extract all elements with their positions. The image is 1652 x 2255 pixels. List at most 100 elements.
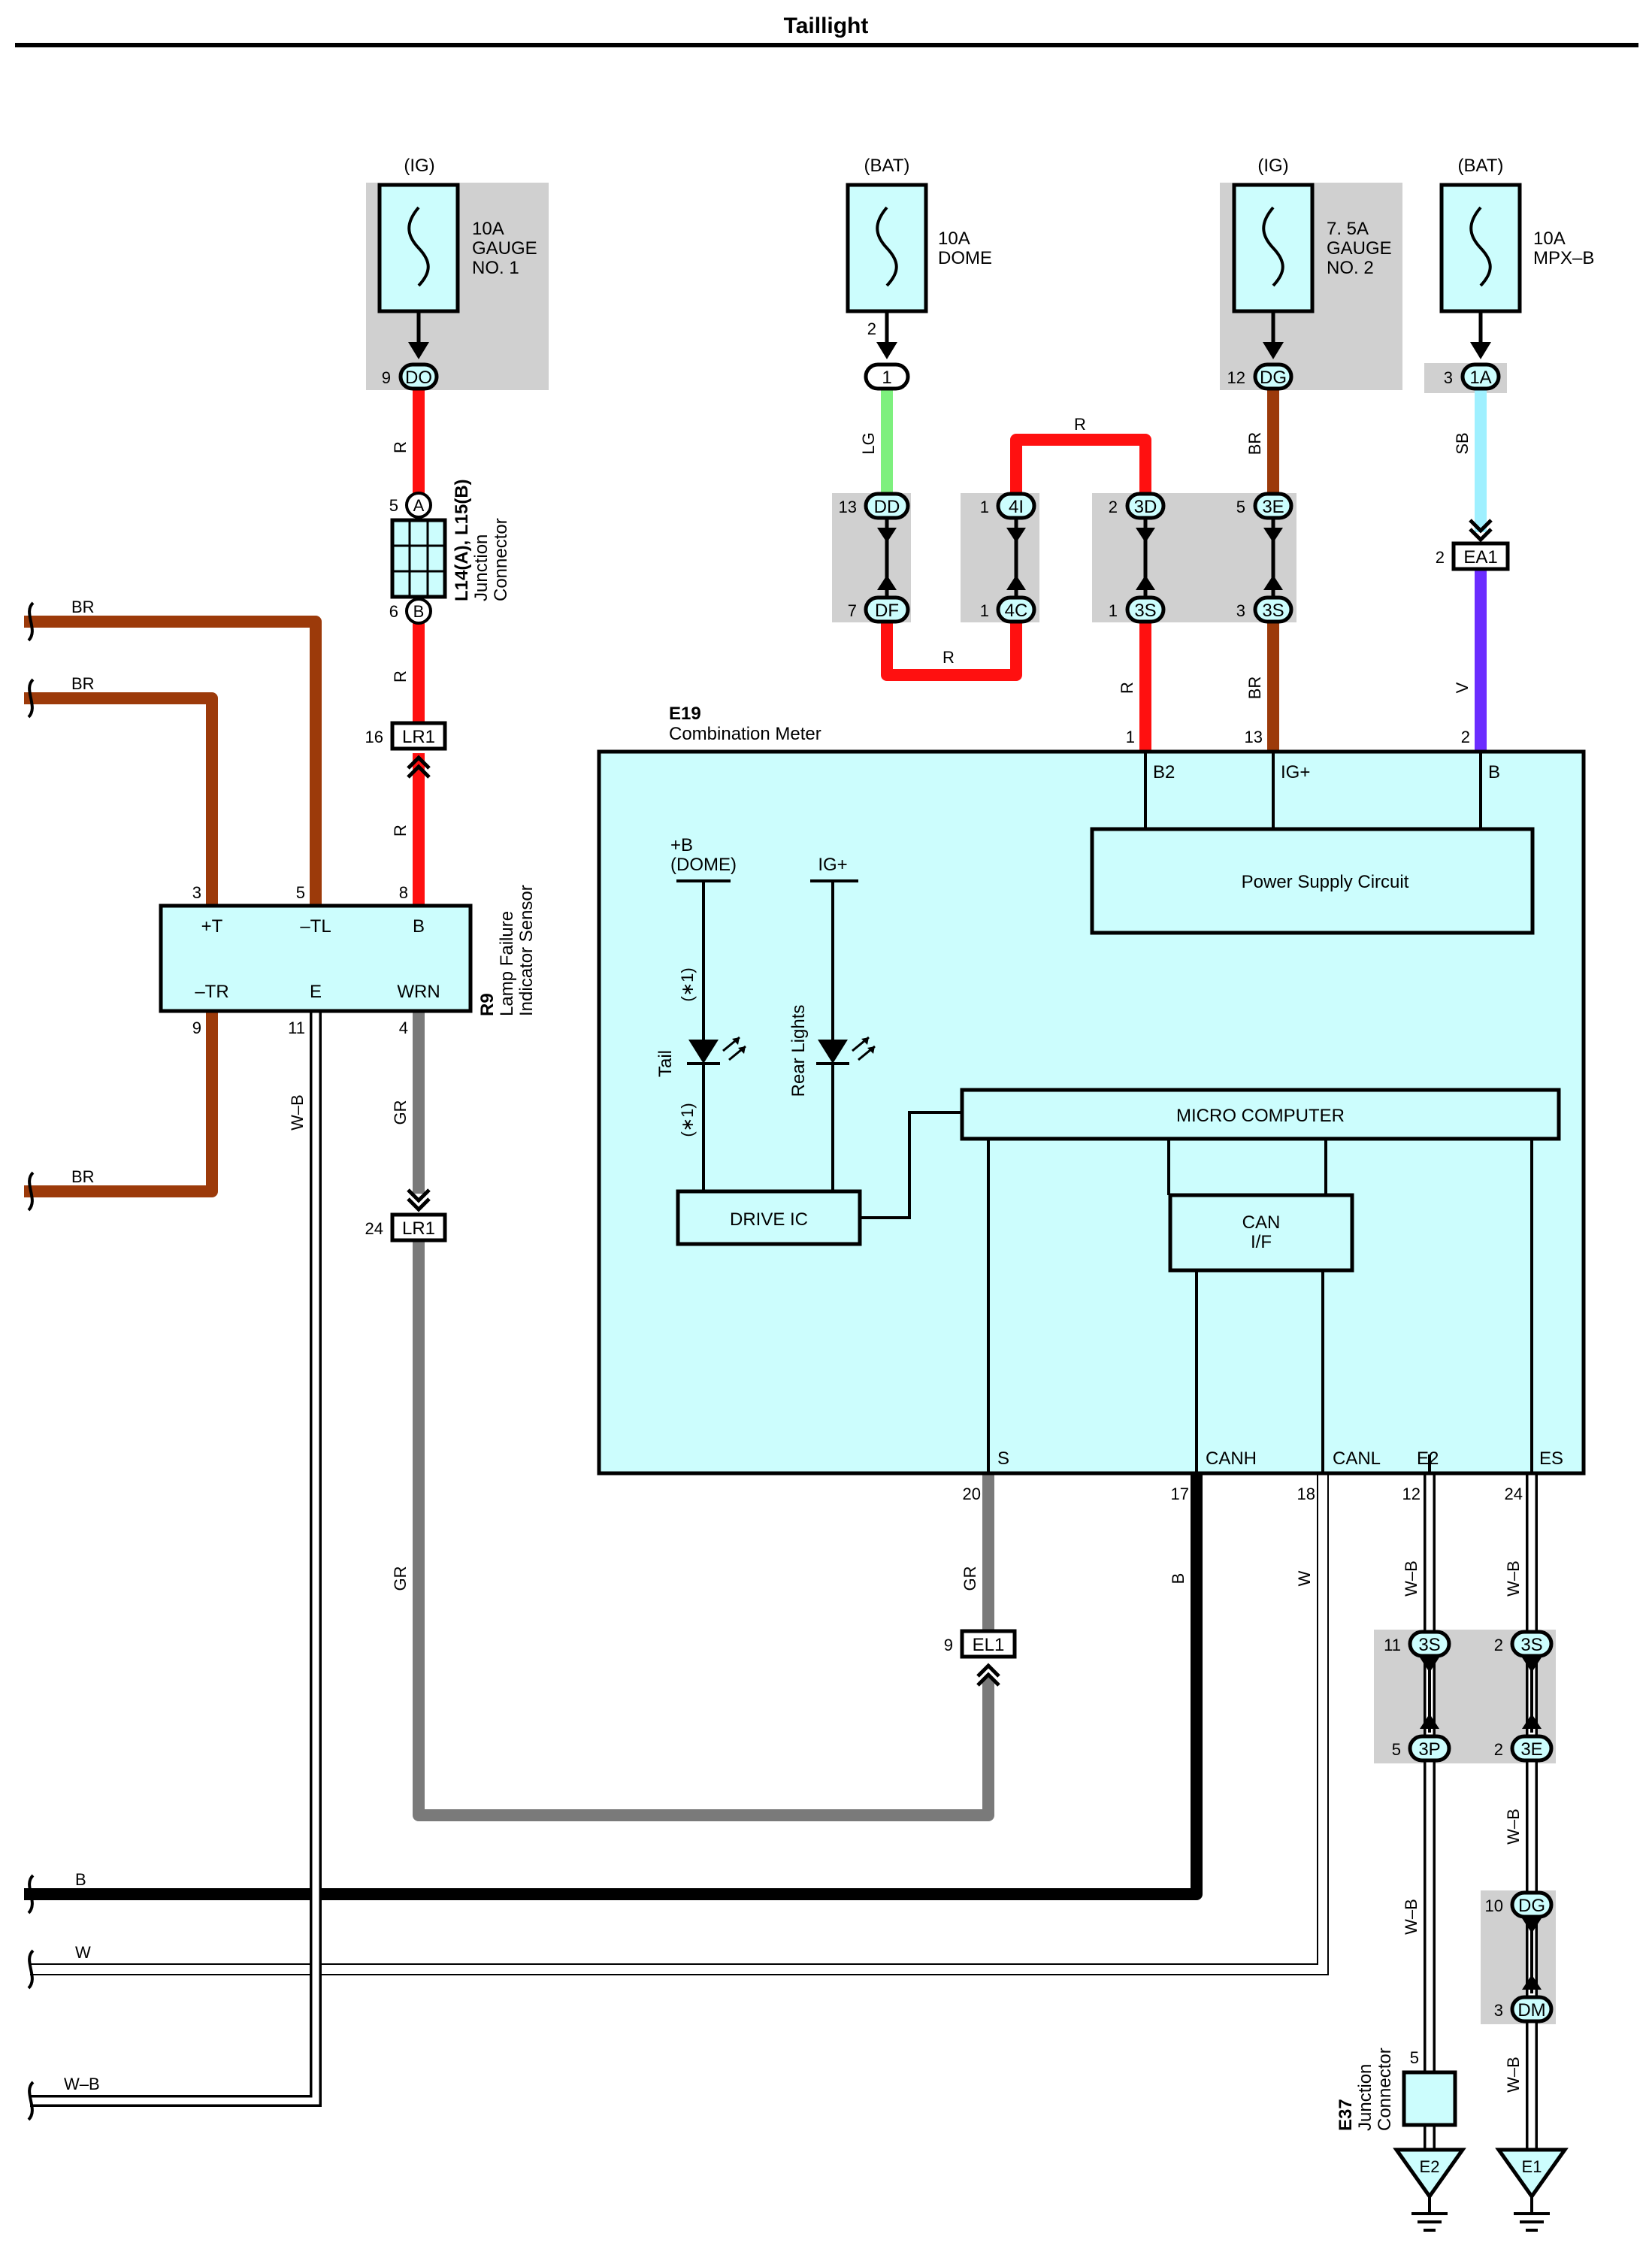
component-name-2: Connector [1375, 2048, 1395, 2131]
pin-number: 3 [1236, 601, 1245, 620]
pin-label: –TL [300, 916, 331, 937]
fuse-name: GAUGE [1327, 238, 1392, 259]
wire-wb [30, 1011, 1538, 2180]
connector-do [398, 362, 439, 391]
connector-label: EL1 [973, 1635, 1005, 1655]
ground-e2: E2 [1393, 2148, 1466, 2232]
fuse-name-2: NO. 1 [472, 258, 519, 278]
pin-number: 1 [980, 498, 989, 516]
fuse-source: (IG) [404, 156, 434, 176]
wire-label: R [942, 648, 955, 667]
connector-label: LR1 [402, 727, 435, 747]
wire-label: W–B [288, 1094, 307, 1131]
rear-lights-label: Rear Lights [788, 1005, 809, 1097]
pin-number: 16 [365, 728, 383, 746]
pin-number: 11 [288, 1019, 305, 1037]
pin-number: 1 [1109, 601, 1118, 620]
component-name-2: Connector [491, 518, 511, 601]
wire-label-left: W–B [64, 2075, 100, 2093]
pin-label: +T [201, 916, 223, 937]
wire-label-left: BR [71, 1167, 95, 1186]
fuse-name-2: NO. 2 [1327, 258, 1374, 278]
pin-number: 11 [1384, 1636, 1401, 1654]
pin-number: 7 [848, 601, 857, 620]
ground-label: E1 [1522, 2157, 1542, 2176]
pin-number: 18 [1297, 1485, 1315, 1503]
connector-label: 3E [1262, 497, 1284, 517]
b-dome-label: +B [670, 835, 693, 855]
pin-number: 9 [192, 1019, 201, 1037]
can-label-2: I/F [1251, 1232, 1272, 1252]
pin-number: 3 [1444, 368, 1453, 387]
connector-label: DG [1260, 368, 1287, 388]
pin-number: 4 [399, 1019, 408, 1037]
pin-label: E [310, 982, 322, 1002]
connector-ea1: EA1 2 [1436, 519, 1510, 571]
pin-number: 9 [382, 368, 391, 387]
pin-label: –TR [195, 982, 228, 1002]
wire-label: SB [1453, 432, 1472, 454]
wire-label: GR [961, 1566, 979, 1591]
wire-label: W–B [1402, 1899, 1421, 1935]
connector-label: 3P [1418, 1739, 1440, 1760]
fuse-lead-arrows [408, 342, 1491, 359]
note-label: (∗1) [678, 967, 697, 1001]
wire-break-symbols [27, 601, 35, 2121]
ground-label: E2 [1420, 2157, 1440, 2176]
wire-r-loop-top [1010, 434, 1151, 506]
fuse-leads [416, 311, 1483, 342]
wire-label-left: BR [71, 674, 95, 693]
connector-dg [1253, 362, 1293, 391]
fuse-rating: 10A [472, 219, 504, 239]
connectors-bottom: 3S 11 3P 5 3S 2 3E 2 DG 10 DM 3 [1384, 1630, 1554, 2023]
can-interface [1168, 1193, 1354, 1273]
wire-label: W–B [1504, 1560, 1523, 1597]
pin-number: 24 [365, 1219, 383, 1238]
pin-number: 12 [1402, 1485, 1421, 1503]
fuse-rating: 10A [1533, 229, 1566, 249]
pin-number: 5 [389, 496, 398, 515]
connector-label: A [413, 496, 425, 515]
micro-computer-label: MICRO COMPUTER [1176, 1106, 1345, 1126]
connector-label: 3S [1520, 1635, 1542, 1655]
fuse-source: (IG) [1257, 156, 1288, 176]
fuse-mpx-b: (BAT) 10A MPX–B [1439, 156, 1594, 313]
wire-br-t [24, 692, 218, 904]
pin-label: E2 [1417, 1448, 1439, 1469]
power-supply-circuit [1090, 827, 1535, 935]
pin-number: 8 [399, 883, 408, 902]
connector-label: LR1 [402, 1218, 435, 1239]
connector-label: 3S [1418, 1635, 1440, 1655]
wire-label-left: B [75, 1870, 86, 1889]
connector-label: 1 [882, 368, 891, 388]
pin-number: 17 [1171, 1485, 1189, 1503]
pin-number: 10 [1485, 1896, 1503, 1915]
pin-number: 1 [980, 601, 989, 620]
connector-label: 3S [1134, 601, 1156, 621]
junction-connector-e37: 5 E37 Junction Connector [1336, 2048, 1457, 2131]
wire-label: R [1118, 682, 1136, 694]
fuse-source: (BAT) [1458, 156, 1504, 176]
wire-r-loop-bottom [881, 612, 1022, 681]
connector-lr1-24: LR1 24 [365, 1188, 447, 1243]
fuse-gauge-no2: (IG) 7. 5A GAUGE NO. 2 [1232, 156, 1392, 313]
component-name: Junction [471, 534, 492, 601]
wires [24, 381, 1487, 1900]
pin-number: 5 [1392, 1740, 1401, 1759]
fuse-icon [1469, 206, 1492, 287]
pin-label: B2 [1153, 762, 1175, 782]
combination-meter: E19 Combination Meter 1 13 2 B2 IG+ B Po… [597, 704, 1586, 1503]
tail-led-icon [687, 1036, 746, 1065]
wire-label: R [1074, 415, 1086, 434]
pin-number: 2 [1436, 548, 1445, 567]
fuse-icon [1262, 206, 1284, 287]
fuse-name: GAUGE [472, 238, 537, 259]
rear-lights-led-icon [816, 1036, 876, 1065]
pin-number: 5 [296, 883, 305, 902]
fuse-name: MPX–B [1533, 248, 1594, 268]
connector-label: EA1 [1463, 547, 1497, 568]
wire-label: R [391, 670, 410, 683]
pin-number: 13 [1245, 728, 1263, 746]
connector-el1: EL1 9 [944, 1629, 1017, 1687]
